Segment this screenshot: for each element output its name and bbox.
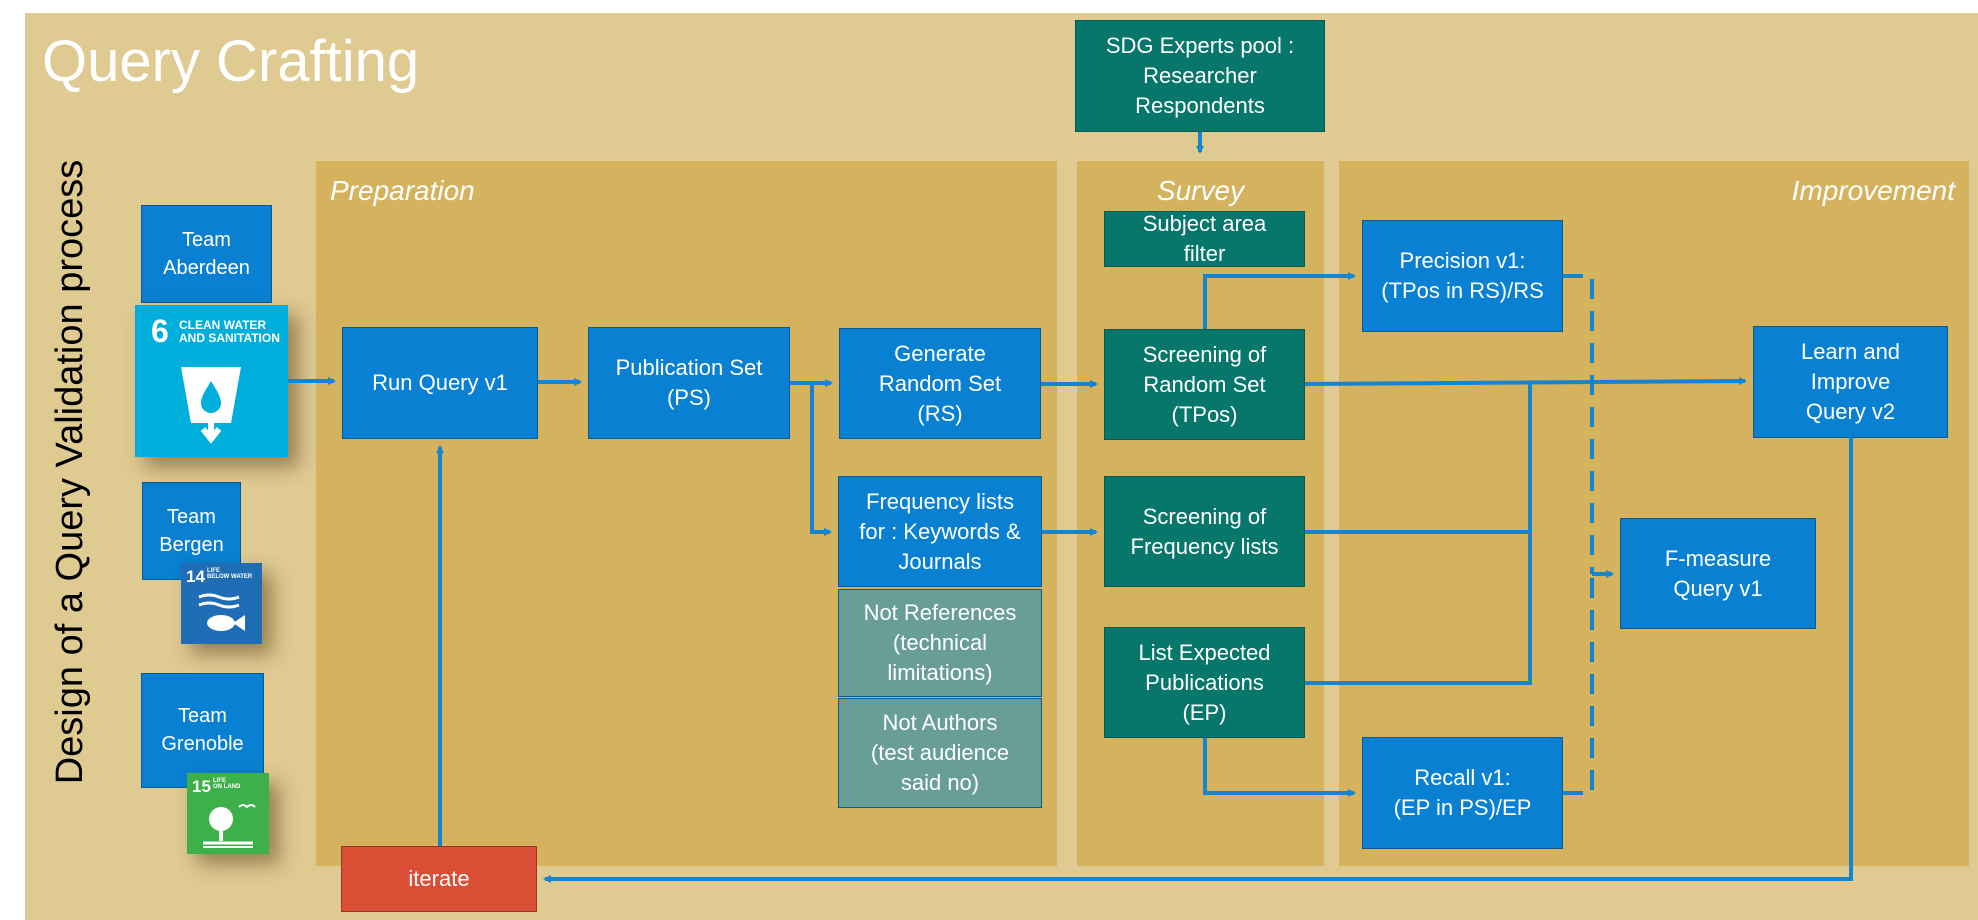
vertical-title: Design of a Query Validation process (49, 159, 91, 785)
page-title: Query Crafting (42, 29, 420, 94)
sdg6-label: CLEAN WATER AND SANITATION (179, 318, 280, 345)
recall-box: Recall v1: (EP in PS)/EP (1362, 737, 1563, 849)
iterate-box: iterate (341, 846, 537, 912)
sdg-experts-box: SDG Experts pool : Researcher Respondent… (1075, 20, 1325, 132)
not-references-box: Not References (technical limitations) (838, 589, 1042, 697)
sdg14-tile: 14 LIFE BELOW WATER (181, 563, 262, 644)
screening-random-set-box: Screening of Random Set (TPos) (1104, 329, 1305, 440)
water-cup-icon (181, 367, 241, 444)
precision-box: Precision v1: (TPos in RS)/RS (1362, 220, 1563, 332)
not-authors-box: Not Authors (test audience said no) (838, 698, 1042, 808)
generate-random-set-box: Generate Random Set (RS) (839, 328, 1041, 439)
team-grenoble-box: Team Grenoble (141, 673, 264, 788)
panel-preparation-heading: Preparation (330, 175, 475, 206)
f-measure-box: F-measure Query v1 (1620, 518, 1816, 629)
sdg14-label: LIFE BELOW WATER (207, 568, 253, 581)
sdg15-tile: 15 LIFE ON LAND (187, 773, 269, 854)
learn-improve-box: Learn and Improve Query v2 (1753, 326, 1948, 438)
team-aberdeen-box: Team Aberdeen (141, 205, 272, 303)
list-expected-publications-box: List Expected Publications (EP) (1104, 627, 1305, 738)
panel-improvement-heading: Improvement (1791, 175, 1955, 206)
screening-frequency-lists-box: Screening of Frequency lists (1104, 476, 1305, 587)
run-query-box: Run Query v1 (342, 327, 538, 439)
publication-set-box: Publication Set (PS) (588, 327, 790, 439)
panel-survey-heading: Survey (1156, 175, 1245, 206)
sdg6-number: 6 (151, 313, 169, 349)
tree-icon (203, 804, 256, 848)
sdg14-number: 14 (186, 567, 205, 586)
subject-area-filter-box: Subject area filter (1104, 211, 1305, 267)
sdg15-number: 15 (192, 777, 211, 796)
fish-icon (198, 593, 245, 631)
sdg15-label: LIFE ON LAND (213, 778, 241, 791)
sdg6-tile: 6 CLEAN WATER AND SANITATION (135, 305, 288, 457)
frequency-lists-box: Frequency lists for : Keywords & Journal… (838, 476, 1042, 587)
